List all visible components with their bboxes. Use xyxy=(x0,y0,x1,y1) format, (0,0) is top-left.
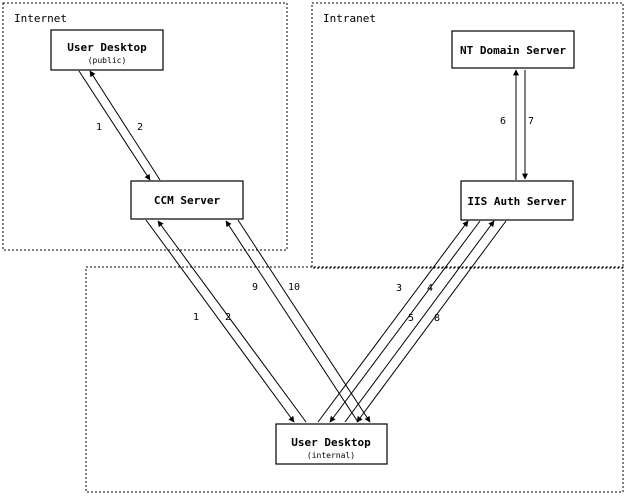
step-label-1-public: 1 xyxy=(96,122,102,133)
zone-internet-label: Internet xyxy=(14,12,67,25)
zone-internet: Internet xyxy=(2,2,288,251)
user-desktop-public-title: User Desktop xyxy=(67,41,147,54)
step-label-6: 6 xyxy=(500,116,506,127)
arrow-step-1-internal xyxy=(157,220,307,423)
arrow-step-9 xyxy=(225,220,359,423)
step-label-5: 5 xyxy=(408,313,414,324)
connector-ccm-internal-left xyxy=(145,219,307,423)
zone-internal-border xyxy=(85,266,624,493)
ccm-server-box[interactable] xyxy=(130,180,244,220)
user-desktop-public-box[interactable] xyxy=(50,29,164,71)
step-label-3: 3 xyxy=(396,283,402,294)
nt-domain-server-title: NT Domain Server xyxy=(460,44,566,57)
connector-ccm-internal-right xyxy=(225,219,371,423)
user-desktop-internal-subtitle: (internal) xyxy=(307,451,355,460)
iis-auth-server-title: IIS Auth Server xyxy=(467,195,567,208)
connector-iis-internal-inner xyxy=(344,220,507,423)
arrow-step-3 xyxy=(317,220,469,423)
step-labels: 1 2 6 7 9 10 1 2 3 4 5 8 xyxy=(96,116,534,324)
step-label-9: 9 xyxy=(252,282,258,293)
node-ccm-server[interactable]: CCM Server xyxy=(130,180,244,220)
connector-public-ccm xyxy=(78,70,161,181)
iis-auth-server-box[interactable] xyxy=(460,180,574,221)
step-label-1-internal: 1 xyxy=(193,312,199,323)
step-label-2-internal: 2 xyxy=(225,312,231,323)
node-user-desktop-internal[interactable]: User Desktop (internal) xyxy=(275,423,388,465)
arrow-step-8 xyxy=(356,220,507,423)
zone-intranet-label: Intranet xyxy=(323,12,376,25)
arrow-step-2-public xyxy=(89,70,161,181)
zone-internal-network xyxy=(85,266,624,493)
connector-iis-ntdomain xyxy=(513,69,528,180)
user-desktop-internal-title: User Desktop xyxy=(291,436,371,449)
node-nt-domain-server[interactable]: NT Domain Server xyxy=(451,30,575,69)
step-label-7: 7 xyxy=(528,116,534,127)
connector-iis-internal-outer xyxy=(317,220,481,423)
ccm-server-title: CCM Server xyxy=(154,194,221,207)
zone-internet-border xyxy=(2,2,288,251)
arrow-step-2-internal xyxy=(145,219,295,423)
arrow-step-4 xyxy=(329,220,481,423)
node-user-desktop-public[interactable]: User Desktop (public) xyxy=(50,29,164,71)
arrow-step-5 xyxy=(344,220,495,423)
step-label-2-public: 2 xyxy=(137,122,143,133)
arrow-step-1-public xyxy=(78,70,151,181)
step-label-10: 10 xyxy=(288,282,300,293)
step-label-8: 8 xyxy=(434,313,440,324)
arrow-step-10 xyxy=(237,219,371,423)
step-label-4: 4 xyxy=(427,283,433,294)
user-desktop-public-subtitle: (public) xyxy=(88,56,127,65)
nt-domain-server-box[interactable] xyxy=(451,30,575,69)
zone-intranet: Intranet xyxy=(311,2,624,269)
user-desktop-internal-box[interactable] xyxy=(275,423,388,465)
node-iis-auth-server[interactable]: IIS Auth Server xyxy=(460,180,574,221)
